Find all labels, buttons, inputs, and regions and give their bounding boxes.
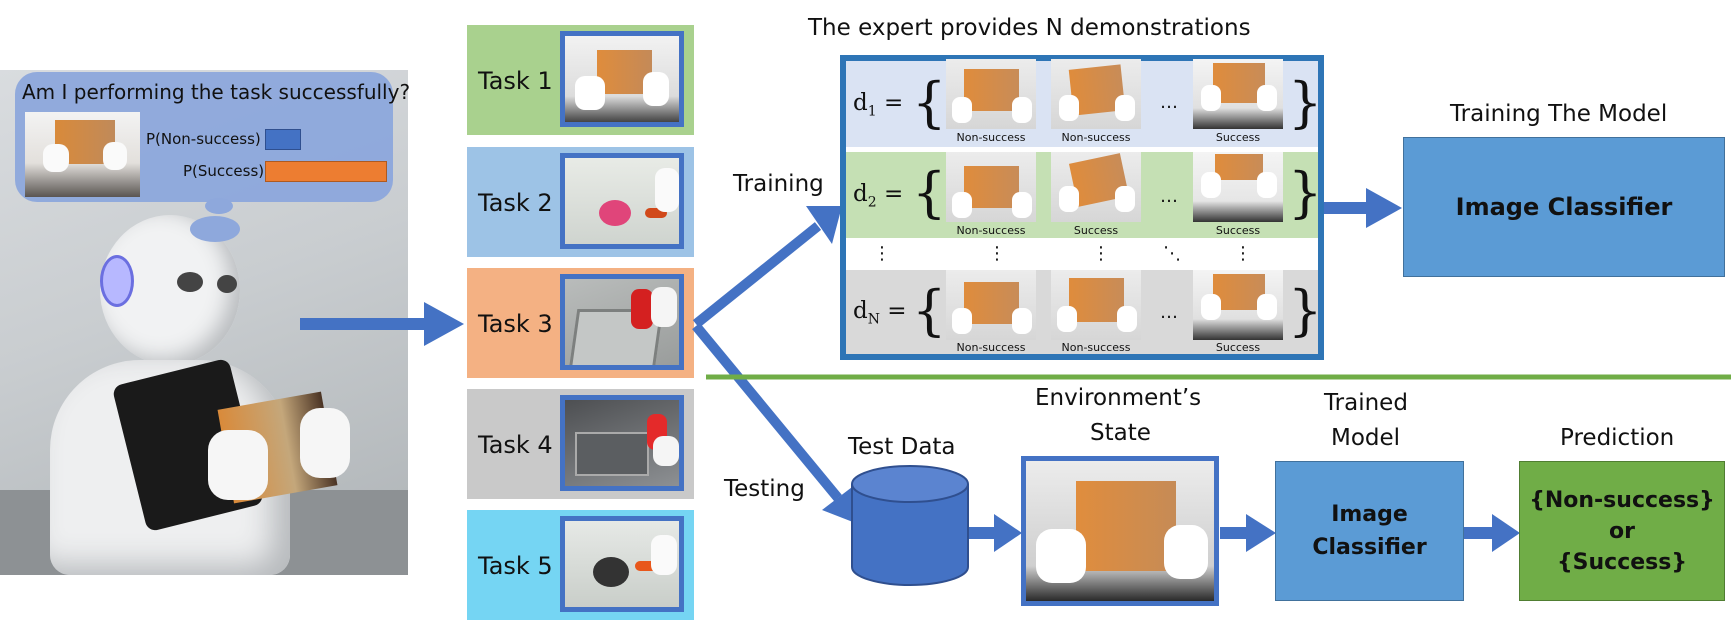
robot-eye-right	[217, 275, 237, 293]
p-success-label: P(Success)	[183, 162, 265, 180]
demo-label-2-name: d	[853, 181, 868, 207]
robot-ear	[100, 255, 134, 307]
demo-caption: Non-success	[1061, 341, 1131, 354]
vertical-ellipsis: ⋮	[1234, 243, 1252, 264]
demo-label-1-name: d	[853, 90, 868, 116]
prediction-box: {Non-success} or {Success}	[1519, 461, 1725, 601]
demo-label-2: d2 =	[853, 181, 904, 211]
demo-label-n-name: d	[853, 298, 868, 324]
environment-state-image	[1021, 456, 1219, 606]
training-arrow	[692, 206, 842, 328]
prediction-line-3: {Success}	[1556, 549, 1688, 575]
robot-hand-right	[300, 408, 350, 478]
bubble-question: Am I performing the task successfully?	[22, 80, 411, 104]
demo-frame-image	[1193, 152, 1283, 222]
thought-bubble-large	[190, 216, 240, 242]
task-2-label: Task 2	[478, 189, 553, 217]
expert-header: The expert provides N demonstrations	[808, 15, 1251, 41]
demo-label-2-sub: 2	[867, 194, 877, 211]
brace-close-2: }	[1288, 161, 1323, 224]
env-to-classifier-arrow	[1220, 514, 1276, 552]
vertical-ellipsis: ⋮	[988, 243, 1006, 264]
trained-model-label-1: Trained	[1324, 390, 1408, 416]
prediction-label: Prediction	[1560, 425, 1675, 451]
p-nonsuccess-bar	[265, 129, 301, 150]
demo-label-n: dN =	[853, 298, 907, 328]
demo-caption: Success	[1215, 224, 1261, 237]
demo-caption: Non-success	[1061, 131, 1131, 144]
testing-label: Testing	[724, 476, 805, 502]
p-success-bar	[265, 161, 387, 182]
env-state-label-1: Environment’s	[1035, 385, 1202, 411]
test-data-cylinder	[851, 465, 969, 586]
demo-label-1: d1 =	[853, 90, 904, 120]
ellipsis: …	[1160, 186, 1178, 207]
testing-classifier-line-2: Classifier	[1312, 535, 1427, 560]
robot-eye-left	[177, 272, 203, 292]
task-5-image	[560, 516, 684, 612]
demo-frame-image	[946, 152, 1036, 222]
demo-caption: Success	[1073, 224, 1119, 237]
vertical-ellipsis: ⋮	[873, 243, 891, 264]
demo-caption: Non-success	[956, 224, 1026, 237]
training-label: Training	[733, 171, 824, 197]
demo-frame-image	[1051, 59, 1141, 129]
demo-label-1-sub: 1	[867, 103, 877, 120]
trained-model-label-2: Model	[1331, 425, 1401, 451]
diagonal-ellipsis: ⋱	[1163, 243, 1181, 264]
training-model-header: Training The Model	[1450, 101, 1668, 127]
task-3-label: Task 3	[478, 310, 553, 338]
test-data-label: Test Data	[848, 434, 956, 460]
prediction-line-2: or	[1609, 518, 1635, 544]
prediction-line-1: {Non-success}	[1529, 487, 1715, 513]
ellipsis: …	[1160, 92, 1178, 113]
task-2-image	[560, 153, 684, 249]
brace-open-1: {	[912, 71, 947, 134]
testing-image-classifier-box: Image Classifier	[1275, 461, 1464, 601]
testing-arrow	[692, 322, 858, 524]
task-4-image	[560, 395, 684, 491]
demo-caption: Non-success	[956, 131, 1026, 144]
training-image-classifier-label: Image Classifier	[1455, 193, 1673, 221]
brace-close-n: }	[1288, 279, 1323, 342]
demo-frame-image	[946, 270, 1036, 340]
demo-frame-image	[1051, 152, 1141, 222]
task-3-image	[560, 274, 684, 370]
env-state-label-2: State	[1090, 420, 1151, 446]
demos-to-classifier-arrow	[1324, 188, 1402, 228]
demo-frame-image	[1193, 59, 1283, 129]
brace-open-2: {	[912, 161, 947, 224]
bubble-thumbnail	[25, 112, 140, 197]
demo-frame-image	[1193, 270, 1283, 340]
brace-open-n: {	[912, 279, 947, 342]
demo-label-n-sub: N	[867, 311, 880, 328]
task-1-label: Task 1	[478, 67, 553, 95]
vertical-ellipsis: ⋮	[1092, 243, 1110, 264]
task-4-label: Task 4	[478, 431, 553, 459]
demo-caption: Non-success	[956, 341, 1026, 354]
robot-hand-left	[208, 430, 268, 500]
testing-classifier-line-1: Image	[1331, 502, 1408, 527]
training-image-classifier-box: Image Classifier	[1403, 137, 1725, 277]
ellipsis: …	[1160, 302, 1178, 323]
thought-bubble-small	[205, 198, 233, 214]
testdata-to-env-arrow	[966, 514, 1022, 552]
demo-caption: Success	[1215, 341, 1261, 354]
demo-frame-image	[946, 59, 1036, 129]
demo-caption: Success	[1215, 131, 1261, 144]
brace-close-1: }	[1288, 71, 1323, 134]
classifier-to-prediction-arrow	[1464, 514, 1520, 552]
p-nonsuccess-label: P(Non-success)	[146, 130, 261, 148]
task-5-label: Task 5	[478, 552, 553, 580]
demo-frame-image	[1051, 270, 1141, 340]
robot-to-tasks-arrow	[300, 302, 464, 346]
task-1-image	[560, 31, 684, 127]
